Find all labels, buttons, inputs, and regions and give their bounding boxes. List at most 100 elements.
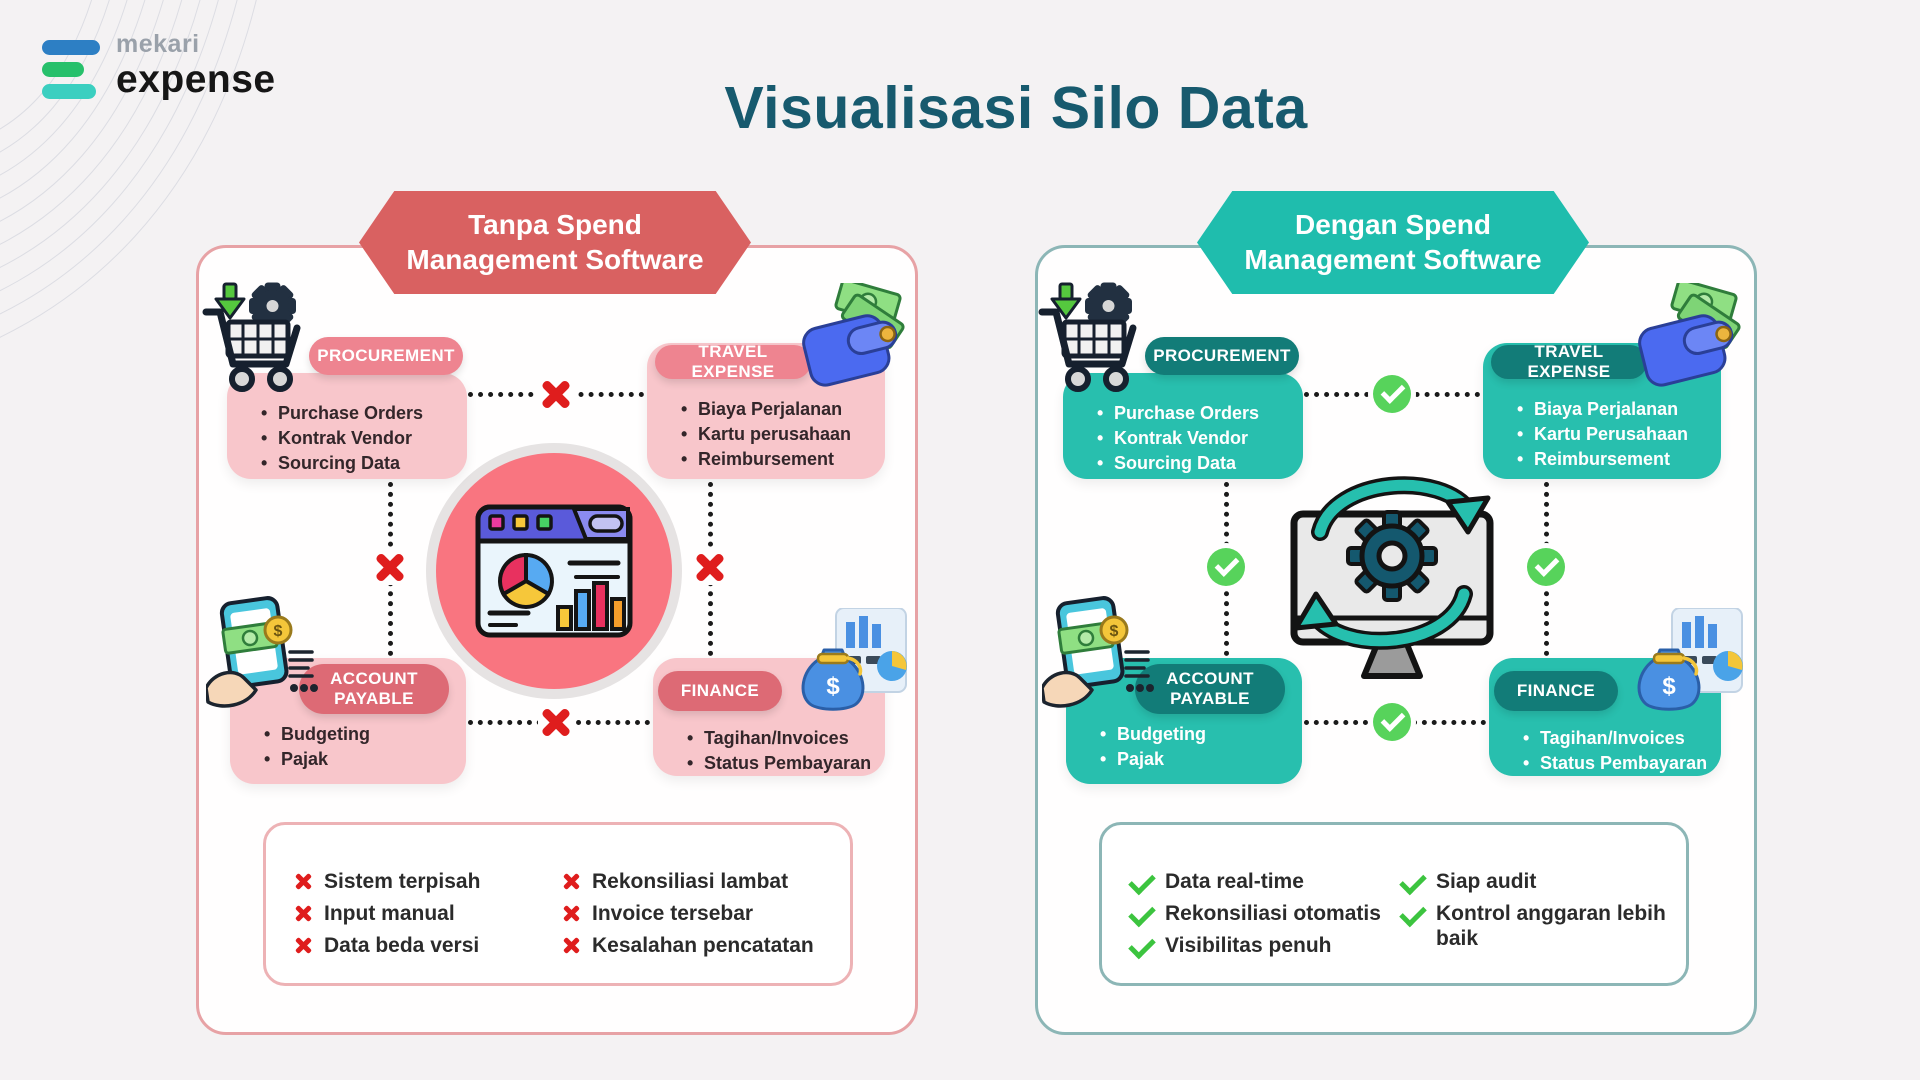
left-banner-line2: Management Software	[406, 243, 704, 275]
procurement-items: Purchase Orders Kontrak Vendor Sourcing …	[227, 401, 467, 477]
issues-column-2: Rekonsiliasi lambat Invoice tersebar Kes…	[562, 869, 814, 983]
benefits-column-2: Siap audit Kontrol anggaran lebih baik	[1399, 867, 1666, 983]
list-item: Sourcing Data	[1097, 451, 1297, 476]
issues-column-1: Sistem terpisah Input manual Data beda v…	[294, 869, 562, 983]
list-item: Budgeting	[264, 722, 460, 747]
travel-expense-label: TRAVEL EXPENSE	[655, 342, 811, 381]
benefit-item: Rekonsiliasi otomatis	[1165, 902, 1381, 926]
dashboard-illustration	[426, 443, 682, 699]
list-item: Purchase Orders	[261, 401, 461, 426]
dashboard-icon	[475, 504, 633, 638]
cross-icon	[692, 549, 728, 585]
cross-icon	[538, 376, 574, 412]
finance-items: Tagihan/Invoices Status Pembayaran	[1489, 726, 1721, 777]
issue-item: Sistem terpisah	[324, 870, 481, 893]
money-bag-icon: $	[1637, 608, 1743, 711]
check-icon	[1373, 375, 1411, 413]
procurement-items: Purchase Orders Kontrak Vendor Sourcing …	[1063, 401, 1303, 477]
wallet-money-icon	[1638, 283, 1741, 387]
check-icon	[1527, 548, 1565, 586]
issue-item: Kesalahan pencatatan	[592, 934, 814, 958]
travel-expense-items: Biaya Perjalanan Kartu Perusahaan Reimbu…	[1483, 397, 1721, 473]
monitor-gear-icon	[1290, 476, 1494, 679]
list-item: Pajak	[1100, 747, 1296, 772]
travel-expense-items: Biaya Perjalanan Kartu perusahaan Reimbu…	[647, 397, 885, 473]
right-panel-banner: Dengan Spend Management Software	[1197, 191, 1589, 294]
travel-expense-label: TRAVEL EXPENSE	[1491, 342, 1647, 381]
check-icon	[1128, 899, 1156, 928]
list-item: Biaya Perjalanan	[681, 397, 879, 422]
benefit-item: Visibilitas penuh	[1165, 934, 1332, 958]
list-item: Sourcing Data	[261, 451, 461, 476]
cross-icon	[372, 549, 408, 585]
logo-product-text: expense	[116, 58, 276, 101]
shopping-cart-icon	[1038, 282, 1137, 392]
list-item: Tagihan/Invoices	[687, 726, 879, 751]
wallet-money-icon	[802, 283, 905, 387]
mekari-logo-icon	[42, 32, 100, 99]
list-item: Kontrak Vendor	[261, 426, 461, 451]
list-item: Kartu Perusahaan	[1517, 422, 1715, 447]
svg-text:$: $	[274, 623, 283, 640]
shopping-cart-icon	[202, 282, 301, 392]
list-item: Reimbursement	[681, 447, 879, 472]
list-item: Status Pembayaran	[687, 751, 879, 776]
list-item: Biaya Perjalanan	[1517, 397, 1715, 422]
list-item: Purchase Orders	[1097, 401, 1297, 426]
list-item: Tagihan/Invoices	[1523, 726, 1715, 751]
money-bag-icon: $	[801, 608, 907, 711]
finance-label: FINANCE	[658, 671, 782, 711]
list-item: Reimbursement	[1517, 447, 1715, 472]
procurement-box: Purchase Orders Kontrak Vendor Sourcing …	[227, 373, 467, 479]
account-payable-label: ACCOUNT PAYABLE	[1135, 664, 1285, 714]
cross-icon	[562, 872, 581, 891]
issue-item: Input manual	[324, 902, 455, 926]
right-banner-line2: Management Software	[1244, 243, 1542, 275]
left-banner-line1: Tanpa Spend	[468, 208, 642, 240]
check-icon	[1399, 899, 1427, 928]
right-benefits-box: Data real-time Rekonsiliasi otomatis Vis…	[1099, 822, 1689, 986]
issue-item: Invoice tersebar	[592, 902, 754, 926]
procurement-label: PROCUREMENT	[1145, 337, 1299, 375]
cross-icon	[538, 704, 574, 740]
cross-icon	[294, 872, 313, 891]
benefit-item: Data real-time	[1165, 870, 1304, 893]
list-item: Pajak	[264, 747, 460, 772]
account-payable-label: ACCOUNT PAYABLE	[299, 664, 449, 714]
page-title: Visualisasi Silo Data	[724, 75, 1308, 141]
list-item: Status Pembayaran	[1523, 751, 1715, 776]
phone-payment-icon: $	[1042, 596, 1154, 708]
list-item: Kontrak Vendor	[1097, 426, 1297, 451]
procurement-label: PROCUREMENT	[309, 337, 463, 375]
procurement-box: Purchase Orders Kontrak Vendor Sourcing …	[1063, 373, 1303, 479]
check-icon	[1128, 867, 1156, 896]
account-payable-items: Budgeting Pajak	[1066, 722, 1302, 773]
check-icon	[1399, 867, 1427, 896]
phone-payment-icon: $	[206, 596, 318, 708]
check-icon	[1128, 932, 1156, 960]
svg-text:$: $	[826, 673, 840, 700]
cross-icon	[562, 904, 581, 923]
finance-items: Tagihan/Invoices Status Pembayaran	[653, 726, 885, 777]
check-icon	[1373, 703, 1411, 741]
logo-brand-text: mekari	[116, 30, 200, 58]
left-issues-box: Sistem terpisah Input manual Data beda v…	[263, 822, 853, 986]
left-panel-banner: Tanpa Spend Management Software	[359, 191, 751, 294]
issue-item: Data beda versi	[324, 934, 480, 958]
account-payable-items: Budgeting Pajak	[230, 722, 466, 773]
cross-icon	[562, 936, 581, 955]
benefit-item: Siap audit	[1436, 870, 1537, 893]
issue-item: Rekonsiliasi lambat	[592, 870, 789, 893]
mekari-expense-logo: mekari expense	[42, 32, 276, 99]
list-item: Budgeting	[1100, 722, 1296, 747]
benefit-item: Kontrol anggaran lebih baik	[1436, 902, 1666, 951]
monitor-sync-gear-illustration	[1282, 436, 1502, 693]
cross-icon	[294, 904, 313, 923]
svg-text:$: $	[1662, 673, 1676, 700]
cross-icon	[294, 936, 313, 955]
finance-label: FINANCE	[1494, 671, 1618, 711]
svg-text:$: $	[1110, 623, 1119, 640]
check-icon	[1207, 548, 1245, 586]
benefits-column-1: Data real-time Rekonsiliasi otomatis Vis…	[1128, 867, 1401, 983]
